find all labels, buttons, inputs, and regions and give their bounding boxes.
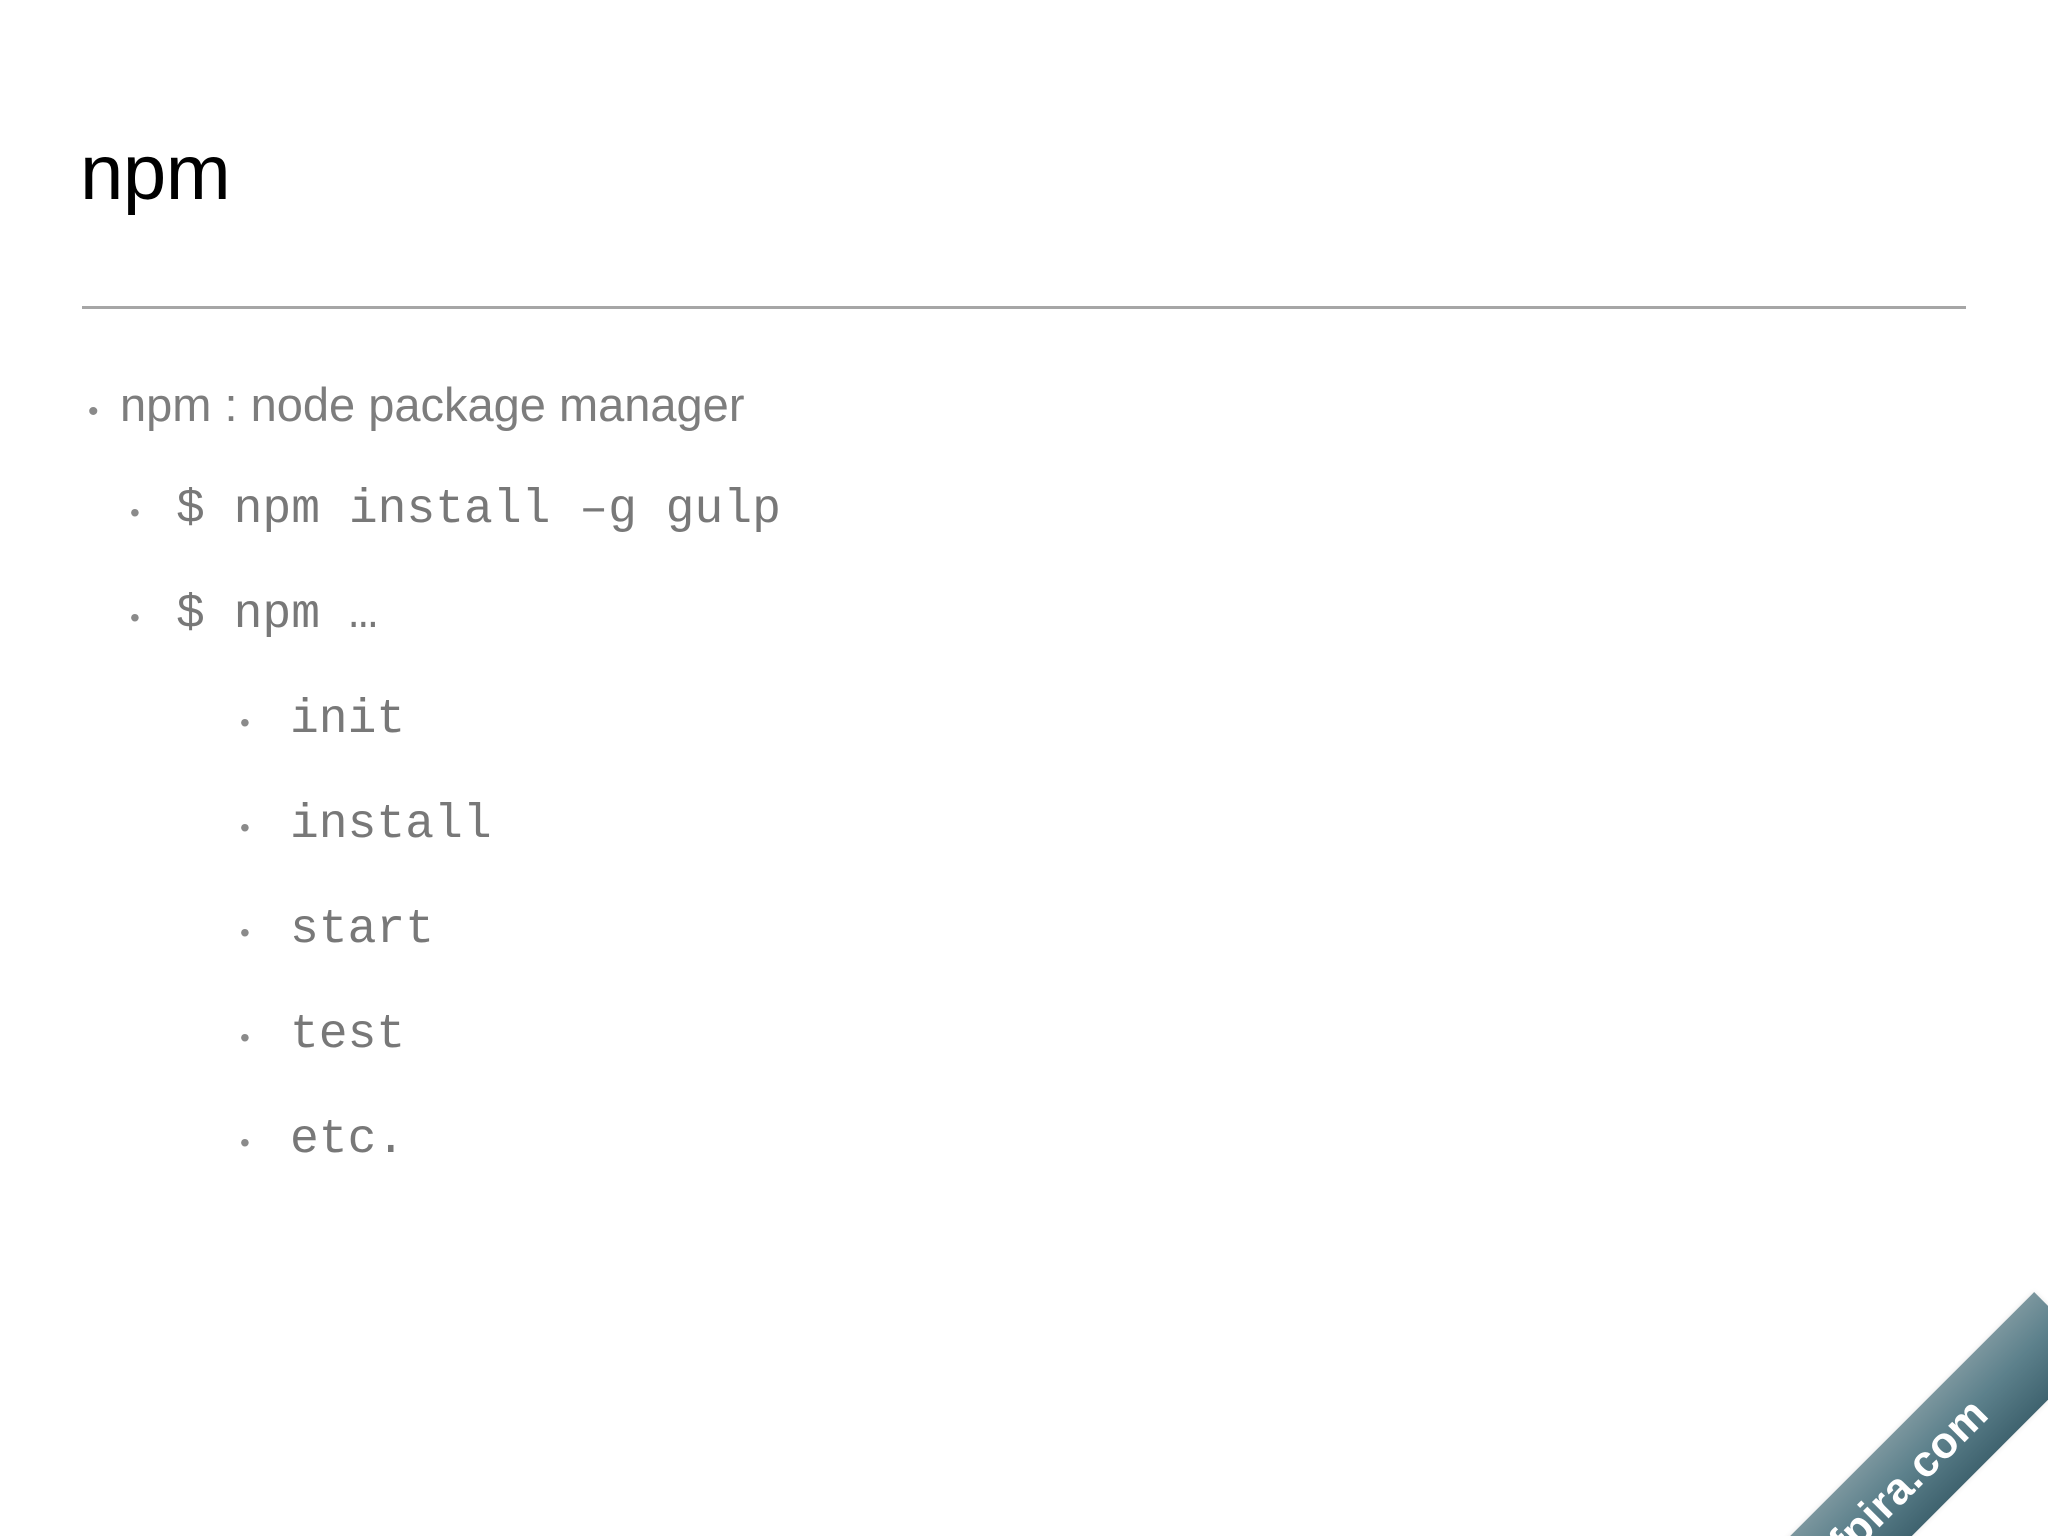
- list-item: • $ npm install –g gulp: [0, 458, 2048, 563]
- list-item: • test: [0, 983, 2048, 1088]
- bullet-marker-icon: •: [130, 602, 140, 633]
- bullet-marker-icon: •: [240, 1127, 250, 1158]
- bullet-marker-icon: •: [240, 917, 250, 948]
- bullet-marker-icon: •: [130, 497, 140, 528]
- list-item: • etc.: [0, 1088, 2048, 1193]
- bullet-marker-icon: •: [240, 707, 250, 738]
- bullet-marker-icon: •: [240, 812, 250, 843]
- list-item-label: test: [290, 1008, 406, 1062]
- list-item: • install: [0, 773, 2048, 878]
- title-divider: [82, 306, 1966, 309]
- bullet-list: • npm : node package manager • $ npm instal…: [0, 352, 2048, 1193]
- list-item: • $ npm …: [0, 563, 2048, 668]
- watermark: fpira.com: [1749, 1237, 2048, 1536]
- list-item-label: install: [290, 798, 492, 852]
- watermark-label: fpira.com: [1819, 1388, 1998, 1536]
- bullet-marker-icon: •: [88, 395, 99, 428]
- page-title: npm: [80, 128, 231, 216]
- bullet-marker-icon: •: [240, 1022, 250, 1053]
- list-item-label: $ npm install –g gulp: [176, 483, 781, 537]
- list-item-label: etc.: [290, 1113, 406, 1167]
- list-item-label: npm : node package manager: [120, 378, 745, 431]
- watermark-banner: fpira.com: [1749, 1292, 2048, 1536]
- list-item-label: start: [290, 903, 435, 957]
- list-item: • npm : node package manager: [0, 352, 2048, 458]
- list-item-label: init: [290, 693, 406, 747]
- list-item-label: $ npm …: [176, 588, 378, 642]
- list-item: • init: [0, 668, 2048, 773]
- list-item: • start: [0, 878, 2048, 983]
